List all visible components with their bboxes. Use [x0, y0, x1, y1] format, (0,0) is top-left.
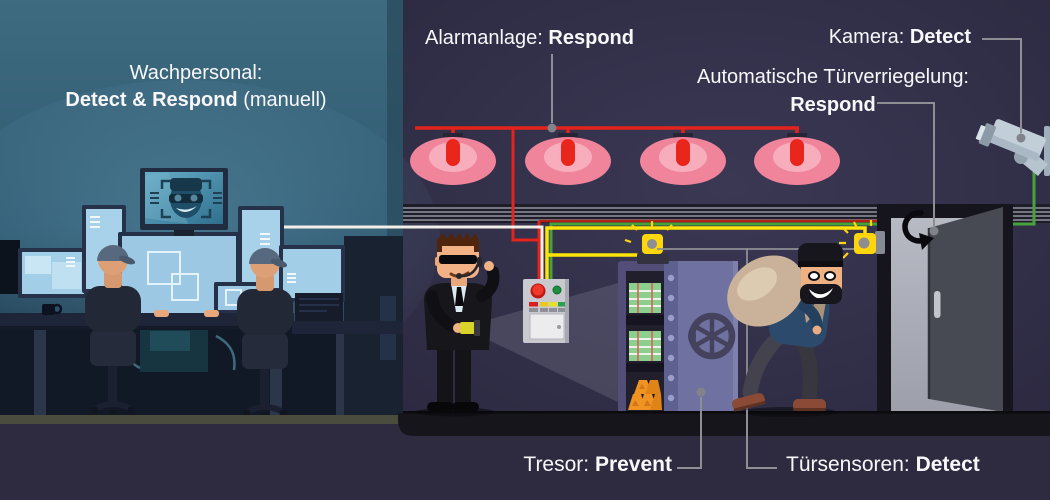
- vault-connector: [677, 397, 702, 469]
- console-equipment: [295, 293, 343, 321]
- headset-icon: [456, 257, 482, 279]
- label-tuersensoren: Türsensoren: Detect: [786, 453, 980, 477]
- grin: [809, 288, 833, 299]
- security-guard-figure: [424, 233, 500, 412]
- door-leaf: [929, 207, 1003, 412]
- label-rest: (manuell): [237, 89, 327, 111]
- alarm-wire: [511, 128, 541, 281]
- label-bold: Prevent: [594, 453, 672, 476]
- label-bold: Detect & Respond: [65, 89, 238, 111]
- label-bold: Respond: [548, 27, 634, 49]
- alarm-control-panel: [523, 279, 569, 343]
- burglar-eye: [808, 271, 820, 281]
- label-kamera: Kamera: Detect: [829, 26, 971, 49]
- money-stacks: [628, 282, 662, 314]
- camera-wire: [549, 166, 1036, 281]
- camera-connector: [982, 38, 1022, 133]
- label-prefix: Alarmanlage:: [425, 27, 549, 49]
- vault-wheel-handle: [688, 312, 736, 360]
- money-stacks: [628, 330, 662, 362]
- gold-bars: [628, 380, 662, 410]
- flash-rays: [624, 221, 673, 244]
- white-wire: [284, 225, 544, 281]
- label-prefix: Kamera:: [828, 26, 910, 48]
- label-connectors: [551, 38, 1022, 469]
- door-handle: [934, 291, 941, 318]
- door-close-arrow-icon: [902, 210, 934, 250]
- label-tuerverriegelung: Automatische Türverriegelung: Respond: [668, 63, 998, 119]
- door-sensor-icon: [839, 220, 885, 259]
- control-room-scene: [0, 0, 440, 420]
- label-bold: Detect: [909, 26, 971, 48]
- vault-door-bolts: [667, 274, 675, 402]
- monitor-back: [0, 240, 20, 294]
- label-bold: Respond: [790, 94, 876, 116]
- label-line: Wachpersonal:: [129, 62, 263, 84]
- monitor: [18, 248, 88, 298]
- vault-room-floor: [398, 413, 1050, 436]
- face-recognition-monitor: [140, 168, 228, 236]
- label-prefix: Türsensoren:: [786, 453, 916, 476]
- sensor-connector: [746, 410, 777, 469]
- face-detect-brackets-icon: [160, 179, 212, 219]
- tie: [455, 287, 464, 306]
- label-bold: Detect: [915, 453, 980, 476]
- desk: [292, 321, 403, 334]
- coffee-mug-icon: [42, 303, 63, 315]
- door: [877, 204, 1013, 425]
- desk: [0, 313, 294, 326]
- label-line: Automatische Türverriegelung:: [697, 66, 969, 88]
- cable: [215, 334, 236, 371]
- face-detect-ticks: [150, 192, 222, 204]
- operator-hand: [154, 310, 169, 317]
- green-button: [552, 285, 562, 295]
- operator-hand: [204, 310, 219, 317]
- burglar-eye: [824, 271, 836, 281]
- monitor: [279, 245, 345, 302]
- control-room-floor-edge: [0, 415, 403, 424]
- flash-rays: [839, 220, 873, 259]
- lock-connector: [877, 102, 935, 226]
- siren-bus-wire: [415, 126, 799, 135]
- guard-hair: [437, 233, 479, 252]
- vault-room-scene: [284, 119, 1050, 436]
- indicator-lights: [529, 302, 565, 312]
- label-tresor: Tresor: Prevent: [523, 453, 672, 477]
- label-alarmanlage: Alarmanlage: Respond: [425, 27, 634, 50]
- label-prefix: Tresor:: [523, 453, 595, 476]
- sensor-wire: [545, 226, 867, 281]
- sunglasses-icon: [439, 255, 477, 264]
- burglar-mask: [800, 284, 842, 304]
- burglar-shoe: [732, 393, 766, 412]
- label-wachpersonal: Wachpersonal: Detect & Respond (manuell): [60, 60, 332, 114]
- burglar-figure: [727, 243, 843, 412]
- flashlight-icon: [460, 320, 480, 336]
- connector-dots: [547, 123, 1026, 397]
- vault-icon: [618, 221, 738, 417]
